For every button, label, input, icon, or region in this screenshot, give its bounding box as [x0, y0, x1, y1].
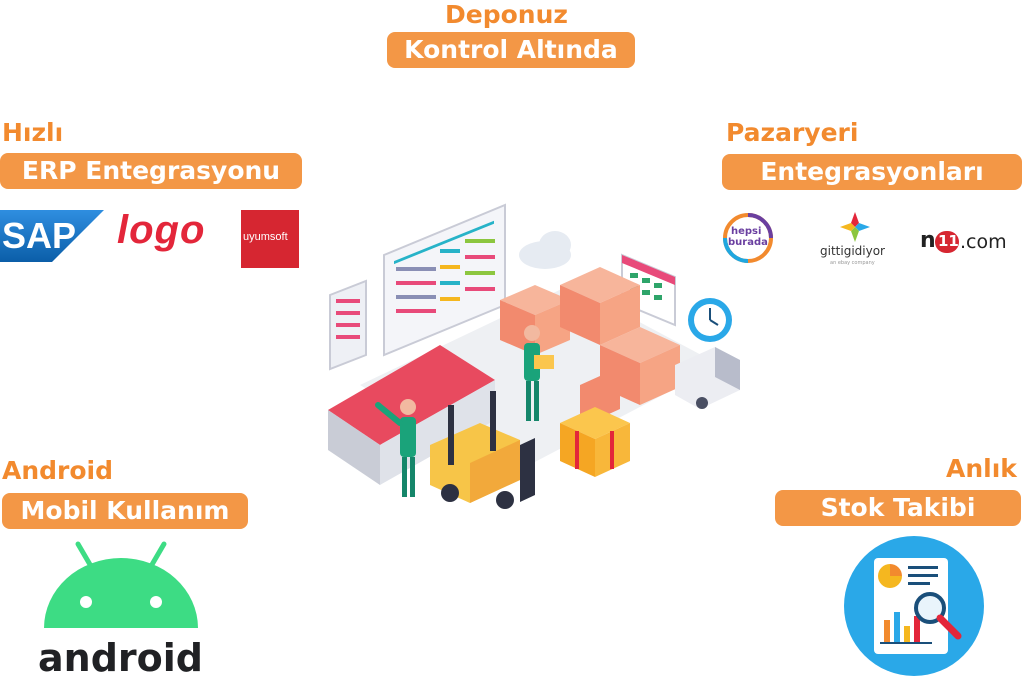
erp-title-pill: ERP Entegrasyonu [0, 153, 302, 189]
marketplace-title-pill: Entegrasyonları [722, 154, 1022, 190]
android-title-pill: Mobil Kullanım [2, 493, 248, 529]
android-title-line1: Android [2, 456, 114, 485]
gittigidiyor-subtext: an ebay company [830, 260, 875, 266]
top-title-line1: Deponuz [445, 0, 568, 29]
hepsiburada-line1: hepsi [731, 226, 762, 237]
hepsiburada-logo: hepsi burada [722, 212, 774, 264]
top-title-pill: Kontrol Altında [387, 32, 635, 68]
logo-brand-logo: logo [117, 208, 206, 252]
sap-logo: SAP [0, 210, 104, 262]
n11-com-text: .com [960, 231, 1007, 253]
stock-title-line1: Anlık [946, 454, 1017, 483]
n11-logo: n 11 .com [920, 228, 1020, 256]
stock-title-pill: Stok Takibi [775, 490, 1021, 526]
erp-title-line1: Hızlı [2, 118, 64, 147]
android-robot-icon [44, 541, 198, 628]
marketplace-title-line1: Pazaryeri [726, 118, 859, 147]
uyumsoft-logo-text: uyumsoft [243, 231, 288, 243]
uyumsoft-logo: uyumsoft [241, 210, 299, 268]
android-wordmark: android [38, 636, 203, 680]
gittigidiyor-text: gittigidiyor [820, 244, 885, 258]
warehouse-illustration [320, 195, 750, 525]
n11-11-text: 11 [938, 232, 959, 250]
stock-report-icon [842, 534, 986, 678]
gittigidiyor-star-icon [840, 212, 870, 242]
sap-logo-text: SAP [2, 215, 77, 256]
gittigidiyor-logo: gittigidiyor an ebay company [818, 210, 893, 270]
n11-n-text: n [920, 228, 936, 253]
hepsiburada-line2: burada [728, 237, 768, 248]
android-logo: android [36, 536, 206, 681]
n11-ladybug-icon [935, 231, 959, 253]
